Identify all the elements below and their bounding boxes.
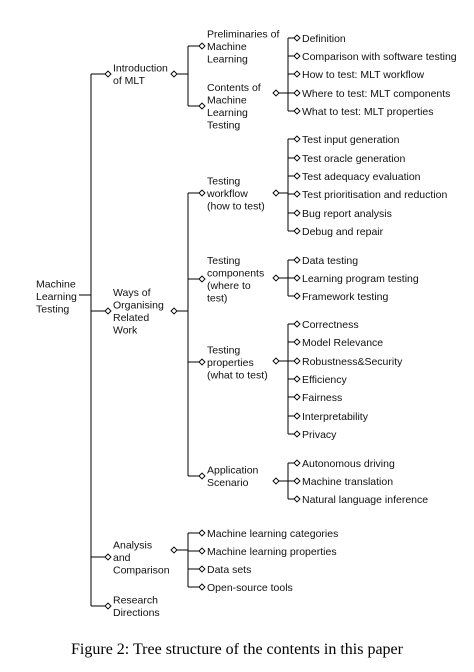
leaf-correctness-label: Correctness: [302, 319, 359, 331]
leaf-data-sets-diamond: [198, 565, 206, 573]
leaf-test-oracle-generation-label: Test oracle generation: [302, 153, 405, 165]
leaf-autonomous-driving-label: Autonomous driving: [302, 458, 395, 470]
leaf-test-adequacy-evaluation-diamond: [293, 172, 301, 180]
tree-edges: [79, 37, 294, 607]
leaf-correctness-diamond: [293, 320, 301, 328]
node-testing-workflow-how-to-test-branch-diamond: [272, 189, 280, 197]
leaf-definition-label: Definition: [302, 33, 346, 45]
leaf-learning-program-testing-label: Learning program testing: [302, 273, 419, 285]
leaf-test-oracle-generation-diamond: [293, 154, 301, 162]
introduction-branch-diamond: [170, 70, 178, 78]
leaf-what-to-test-mlt-properties-label: What to test: MLT properties: [302, 106, 434, 118]
leaf-privacy-label: Privacy: [302, 429, 337, 441]
node-testing-components-where-to-test-diamond: [198, 275, 206, 283]
leaf-test-prioritisation-and-reduction-diamond: [293, 190, 301, 198]
leaf-natural-language-inference-diamond: [293, 495, 301, 503]
leaf-efficiency-label: Efficiency: [302, 374, 347, 386]
node-testing-properties-what-to-test-diamond: [198, 358, 206, 366]
node-application-scenario-diamond: [198, 472, 206, 480]
leaf-robustness-security-diamond: [293, 357, 301, 365]
leaf-debug-and-repair-diamond: [293, 227, 301, 235]
node-research-directions-diamond: [104, 602, 112, 610]
leaf-where-to-test-mlt-components-label: Where to test: MLT components: [302, 88, 450, 100]
leaf-natural-language-inference-label: Natural language inference: [302, 494, 428, 506]
leaf-debug-and-repair-label: Debug and repair: [302, 226, 384, 238]
analysis-branch-diamond: [170, 546, 178, 554]
leaf-learning-program-testing-diamond: [293, 274, 301, 282]
leaf-test-input-generation-diamond: [293, 135, 301, 143]
leaf-model-relevance-label: Model Relevance: [302, 337, 383, 349]
node-contents-of-machine-learning-testing-diamond: [198, 102, 206, 110]
leaf-comparison-with-software-testing-diamond: [293, 52, 301, 60]
leaf-machine-learning-categories-label: Machine learning categories: [207, 528, 338, 540]
leaf-definition-diamond: [293, 34, 301, 42]
leaf-how-to-test-mlt-workflow-diamond: [293, 70, 301, 78]
leaf-framework-testing-diamond: [293, 292, 301, 300]
leaf-what-to-test-mlt-properties-diamond: [293, 107, 301, 115]
leaf-privacy-diamond: [293, 430, 301, 438]
leaf-test-prioritisation-and-reduction-label: Test prioritisation and reduction: [302, 189, 447, 201]
leaf-machine-translation-label: Machine translation: [302, 476, 393, 488]
leaf-bug-report-analysis-label: Bug report analysis: [302, 208, 392, 220]
leaf-machine-learning-categories-diamond: [198, 529, 206, 537]
node-introduction-of-mlt-diamond: [104, 70, 112, 78]
leaf-robustness-security-label: Robustness&Security: [302, 356, 403, 368]
node-testing-workflow-how-to-test-diamond: [198, 189, 206, 197]
leaf-autonomous-driving-diamond: [293, 459, 301, 467]
leaf-machine-learning-properties-label: Machine learning properties: [207, 546, 337, 558]
node-ways-of-organising-related-work-diamond: [104, 307, 112, 315]
figure-caption: Figure 2: Tree structure of the contents…: [71, 641, 404, 658]
leaf-interpretability-label: Interpretability: [302, 411, 369, 423]
leaf-data-sets-label: Data sets: [207, 564, 251, 576]
leaf-data-testing-diamond: [293, 256, 301, 264]
node-application-scenario-branch-diamond: [272, 477, 280, 485]
leaf-data-testing-label: Data testing: [302, 255, 358, 267]
leaf-fairness-diamond: [293, 393, 301, 401]
node-preliminaries-of-machine-learning-diamond: [198, 42, 206, 50]
leaf-comparison-with-software-testing-label: Comparison with software testing: [302, 51, 457, 63]
leaf-how-to-test-mlt-workflow-label: How to test: MLT workflow: [302, 69, 425, 81]
node-testing-properties-what-to-test-branch-diamond: [272, 357, 280, 365]
node-analysis-and-comparison-diamond: [104, 553, 112, 561]
leaf-where-to-test-mlt-components-diamond: [293, 89, 301, 97]
leaf-open-source-tools-label: Open-source tools: [207, 582, 293, 594]
leaf-bug-report-analysis-diamond: [293, 209, 301, 217]
leaf-machine-learning-properties-diamond: [198, 547, 206, 555]
leaf-open-source-tools-diamond: [198, 583, 206, 591]
leaf-framework-testing-label: Framework testing: [302, 291, 389, 303]
leaf-interpretability-diamond: [293, 412, 301, 420]
leaf-fairness-label: Fairness: [302, 392, 342, 404]
node-testing-components-where-to-test-branch-diamond: [272, 274, 280, 282]
leaf-test-input-generation-label: Test input generation: [302, 134, 400, 146]
leaf-model-relevance-diamond: [293, 338, 301, 346]
preliminaries-branch-diamond: [272, 89, 280, 97]
leaf-efficiency-diamond: [293, 375, 301, 383]
ways-branch-diamond: [170, 307, 178, 315]
leaf-machine-translation-diamond: [293, 477, 301, 485]
leaf-test-adequacy-evaluation-label: Test adequacy evaluation: [302, 171, 421, 183]
